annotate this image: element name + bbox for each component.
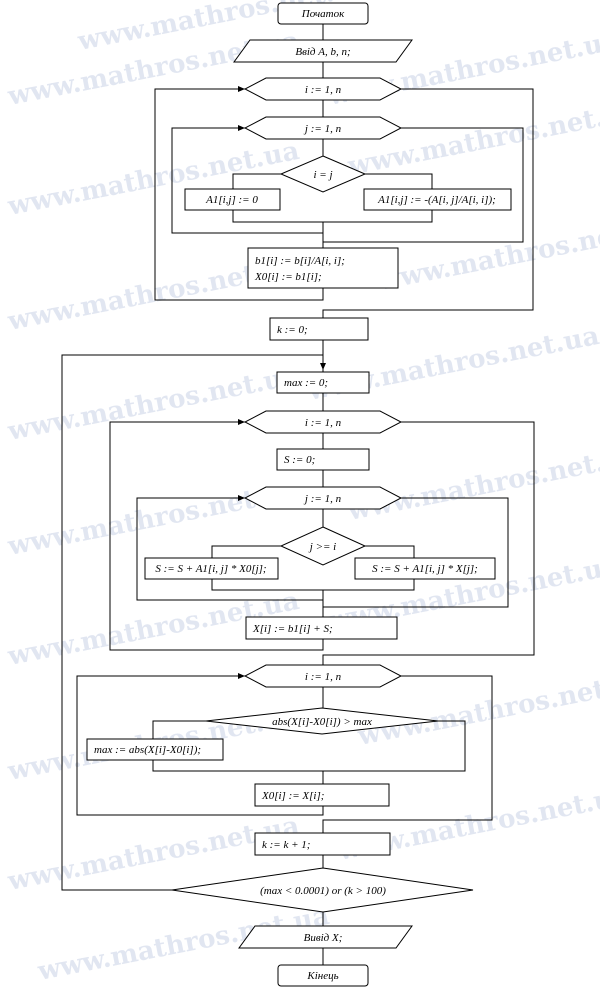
x0-init-label: X0[i] := b1[i];	[254, 271, 322, 283]
loop-i-3-label: i := 1, n	[305, 671, 342, 683]
end-block: Кінець	[277, 964, 369, 987]
end-label: Кінець	[306, 970, 338, 982]
k-inc-label: k := k + 1;	[262, 839, 310, 851]
s-init-block: S := 0;	[276, 448, 370, 471]
loop-j-1-label: j := 1, n	[303, 123, 342, 135]
decision-i-eq-j: i = j	[279, 155, 367, 193]
k-init-label: k := 0;	[277, 324, 308, 336]
watermark: www.mathros.net.ua	[375, 211, 600, 297]
decision-j-ge-i: j >= i	[279, 526, 367, 566]
s-x0-block: S := S + A1[i, j] * X0[j];	[144, 557, 279, 580]
a1-calc-block: A1[i,j] := -(A[i, j]/A[i, i]);	[363, 188, 512, 211]
input-block: Ввід A, b, n;	[233, 39, 413, 63]
a1-calc-label: A1[i,j] := -(A[i, j]/A[i, i]);	[377, 194, 496, 206]
loop-j-2-label: j := 1, n	[303, 493, 342, 505]
decision-abs: abs(X[i]-X0[i]) > max	[205, 707, 439, 735]
decision-i-eq-j-label: i = j	[313, 169, 332, 181]
loop-i-2-label: i := 1, n	[305, 417, 342, 429]
s-init-label: S := 0;	[284, 454, 315, 466]
watermark: www.mathros.net.ua	[5, 476, 302, 562]
b1-calc-label: b1[i] := b[i]/A[i, i];	[255, 255, 345, 267]
decision-stop: (max < 0.0001) or (k > 100)	[171, 867, 474, 913]
max-init-block: max := 0;	[276, 371, 370, 394]
watermark: www.mathros.net.ua	[345, 441, 600, 527]
connector-lines	[61, 24, 535, 965]
max-update-label: max := abs(X[i]-X0[i]);	[94, 744, 201, 756]
k-inc-block: k := k + 1;	[254, 832, 391, 856]
x-calc-label: X[i] := b1[i] + S;	[252, 623, 333, 635]
a1-zero-label: A1[i,j] := 0	[205, 194, 258, 206]
x0-update-block: X0[i] := X[i];	[254, 783, 390, 807]
k-init-block: k := 0;	[269, 317, 369, 341]
loop-i-2-block: i := 1, n	[243, 410, 403, 434]
start-label: Початок	[301, 8, 345, 20]
b1-x0-block: b1[i] := b[i]/A[i, i]; X0[i] := b1[i];	[247, 247, 399, 289]
loop-i-1-block: i := 1, n	[243, 77, 403, 101]
output-block: Вивід X;	[238, 925, 413, 949]
input-label: Ввід A, b, n;	[295, 46, 350, 58]
a1-zero-block: A1[i,j] := 0	[184, 188, 281, 211]
output-label: Вивід X;	[304, 932, 343, 944]
start-block: Початок	[277, 2, 369, 25]
x0-update-label: X0[i] := X[i];	[261, 790, 324, 802]
max-init-label: max := 0;	[284, 377, 328, 389]
max-update-block: max := abs(X[i]-X0[i]);	[86, 738, 224, 761]
decision-j-ge-i-label: j >= i	[308, 541, 336, 553]
loop-i-3-block: i := 1, n	[243, 664, 403, 688]
decision-abs-label: abs(X[i]-X0[i]) > max	[272, 716, 372, 728]
watermark: www.mathros.net.ua	[5, 361, 302, 447]
decision-stop-label: (max < 0.0001) or (k > 100)	[260, 885, 386, 897]
s-x0-label: S := S + A1[i, j] * X0[j];	[155, 563, 266, 575]
loop-i-1-label: i := 1, n	[305, 84, 342, 96]
loop-j-1-block: j := 1, n	[243, 116, 403, 140]
loop-j-2-block: j := 1, n	[243, 486, 403, 510]
x-calc-block: X[i] := b1[i] + S;	[245, 616, 398, 640]
s-x-label: S := S + A1[i, j] * X[j];	[372, 563, 478, 575]
watermark: www.mathros.net.ua	[345, 96, 600, 182]
s-x-block: S := S + A1[i, j] * X[j];	[354, 557, 496, 580]
